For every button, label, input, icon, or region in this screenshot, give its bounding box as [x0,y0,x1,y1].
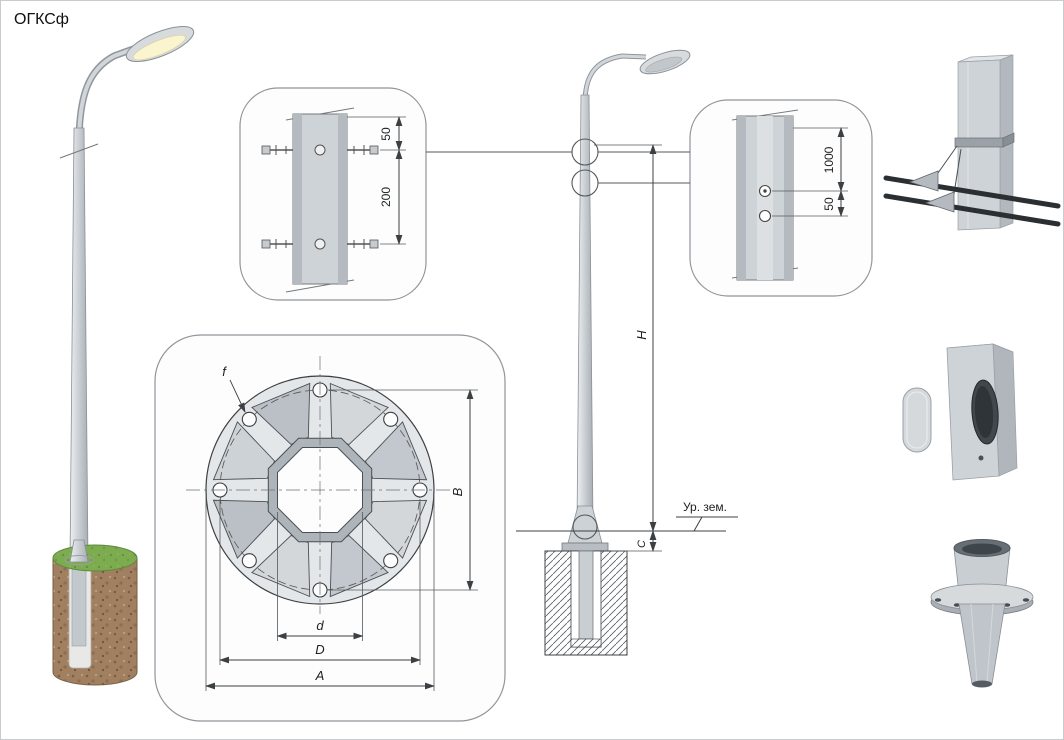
foundation-section [544,550,628,656]
pole-break-mark [59,143,99,159]
dim-label-outer-dia: A [315,668,325,683]
ground-level-label: Ур. зем. [683,500,727,514]
dim-label-hole-spacing: 50 [822,197,836,211]
wedge-clamp-lower [924,191,955,213]
door-cover [902,387,932,453]
dim-label-clamp-spacing: 200 [379,187,393,207]
ground-level-tick [693,516,703,532]
detail-balloon-upper [571,138,599,166]
dim-label-embed: C [636,540,648,548]
base-flange-plate [561,542,609,552]
pole-arm [77,46,137,139]
pole-3d-render [52,26,195,686]
guy-wire-lower [883,193,1061,227]
lamp-head-elevation [639,49,691,75]
access-door-render [902,343,1018,481]
pole-elevation: Ур. зем. H C [426,49,738,656]
clamp-upper [261,144,379,156]
pole-collar-band [954,137,1004,148]
bolt-holes [212,382,428,598]
flange-plan-callout: f B d D A [154,334,506,722]
mount-hole-lower [758,209,772,223]
drawing-title: ОГКСф [14,11,69,28]
dim-label-hole-dia: f [222,364,227,379]
clamp-detail-callout: 50 200 [239,87,427,301]
holes-detail-callout: 1000 50 [689,99,873,297]
detail-balloon-base [572,514,598,540]
foundation-3d [52,539,138,686]
dim-label-bolt-span: B [450,487,465,496]
dim-label-height: H [634,330,649,340]
dim-label-bolt-circle: D [315,642,324,657]
detail-balloon-lower [571,169,599,197]
wedge-clamp-upper [908,170,939,192]
dim-label-clamp-offset: 50 [379,127,393,141]
clamp-lower [261,238,379,250]
base-shell-render [930,539,1034,688]
lamp-head [125,26,195,62]
wire-clamp-render [883,54,1061,231]
dim-label-inner-dia: d [316,618,324,633]
dim-label-hole-offset: 1000 [822,146,836,173]
